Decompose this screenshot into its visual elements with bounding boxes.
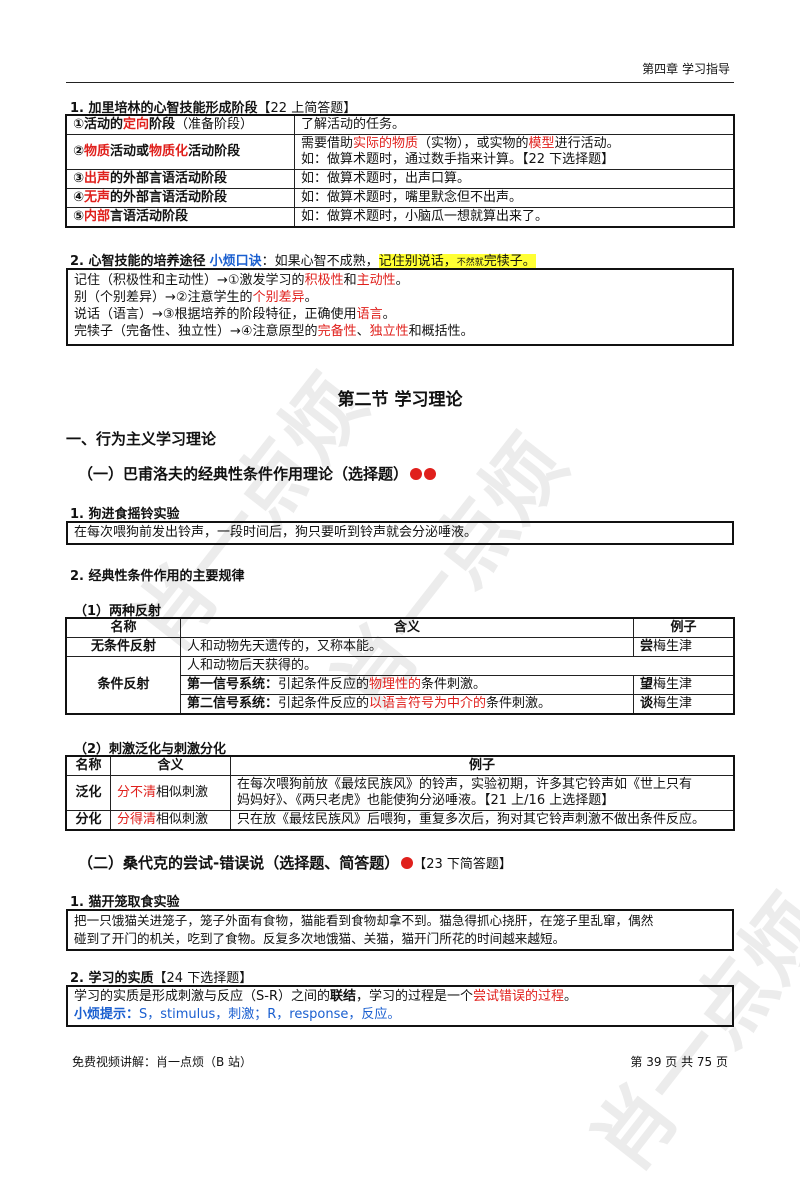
term-name: 分化 [66,810,111,830]
tip-label: 小烦提示： [74,1007,140,1022]
method-line: 记住（积极性和主动性）→①激发学习的积极性和主动性。 [74,273,409,288]
term-meaning: 分得清相似刺激 [110,810,231,830]
essence-tag: 【24 下选择题】 [153,971,253,986]
essence-title: 2. 学习的实质 [70,971,154,986]
reflex-title: （1）两种反射 [74,604,162,619]
stage-cell: ③出声的外部言语活动阶段 [66,169,295,189]
stage-cell: ①活动的定向阶段（准备阶段） [66,115,295,135]
dog-text: 在每次喂狗前发出铃声，一段时间后，狗只要听到铃声就会分泌唾液。 [74,525,478,540]
desc-cell: 了解活动的任务。 [294,115,734,135]
section1-tag: 【22 上简答题】 [257,101,357,116]
table-row: 条件反射 人和动物后天获得的。 [66,656,734,714]
generalization-title: （2）刺激泛化与刺激分化 [74,742,227,757]
column-header: 例子 [230,756,734,776]
table-row: 第二信号系统：引起条件反应的以语言符号为中介的条件刺激。 谈梅生津 [67,694,734,714]
section1-title: 1. 加里培林的心智技能形成阶段 [70,101,258,116]
methods-box: 记住（积极性和主动性）→①激发学习的积极性和主动性。 别（个别差异）→②注意学生… [66,268,734,346]
essence-heading: 2. 学习的实质【24 下选择题】 [70,967,252,986]
cat-text-line: 把一只饿猫关进笼子，笼子外面有食物，猫能看到食物却拿不到。猫急得抓心挠肝，在笼子… [74,913,654,928]
term-example: 只在放《最炫民族风》后喂狗，重复多次后，狗对其它铃声刺激不做出条件反应。 [230,810,734,830]
header-divider [66,82,734,83]
cat-box: 把一只饿猫关进笼子，笼子外面有食物，猫能看到食物却拿不到。猫急得抓心挠肝，在笼子… [66,909,734,951]
stage-cell: ④无声的外部言语活动阶段 [66,188,295,208]
reflex-table: 名称 含义 例子 无条件反射 人和动物先天遗传的，又称本能。 尝梅生津 条件反射… [65,617,735,715]
term-name: 泛化 [66,775,111,811]
generalization-table: 名称 含义 例子 泛化 分不清相似刺激 在每次喂狗前放《最炫民族风》的铃声，实验… [65,755,735,831]
cat-text-line: 碰到了开门的机关，吃到了食物。反复多次地饿猫、关猫，猫开门所花的时间越来越短。 [74,931,566,946]
section-title: 第二节 学习理论 [337,390,463,410]
importance-dot-icon [401,857,414,869]
stage-cell: ②物质活动或物质化活动阶段 [66,134,295,170]
chapter-header: 第四章 学习指导 [642,62,730,76]
reflex-meaning: 人和动物后天获得的。 [180,656,734,676]
footer-left: 免费视频讲解：肖一点烦（B 站） [72,1055,253,1069]
importance-dot-icon [410,468,423,480]
part1-title: 一、行为主义学习理论 [66,430,217,448]
table-row: ①活动的定向阶段（准备阶段） 了解活动的任务。 [66,115,734,135]
table-row: ③出声的外部言语活动阶段 如：做算术题时，出声口算。 [66,169,734,189]
dog-box: 在每次喂狗前发出铃声，一段时间后，狗只要听到铃声就会分泌唾液。 [66,521,734,545]
method-line: 别（个别差异）→②注意学生的个别差异。 [74,290,318,305]
term-meaning: 分不清相似刺激 [110,775,231,811]
reflex-name: 无条件反射 [66,637,181,657]
reflex-example: 望梅生津 [633,675,734,695]
section1-heading: 1. 加里培林的心智技能形成阶段【22 上简答题】 [70,97,356,116]
essence-box: 学习的实质是形成刺激与反应（S-R）之间的联结，学习的过程是一个尝试错误的过程。… [66,985,734,1027]
sub1-title: （一）巴甫洛夫的经典性条件作用理论（选择题） [78,465,409,483]
column-header: 含义 [180,618,634,638]
stages-table: ①活动的定向阶段（准备阶段） 了解活动的任务。 ②物质活动或物质化活动阶段 需要… [65,114,735,228]
table-header-row: 名称 含义 例子 [66,756,734,776]
table-header-row: 名称 含义 例子 [66,618,734,638]
reflex-example: 尝梅生津 [633,637,734,657]
signal-system-1: 第一信号系统：引起条件反应的物理性的条件刺激。 [180,675,634,695]
table-row: ②物质活动或物质化活动阶段 需要借助实际的物质（实物），或实物的模型进行活动。如… [66,134,734,170]
sub2-tag: 【23 下简答题】 [413,857,512,872]
essence-text: 学习的实质是形成刺激与反应（S-R）之间的联结，学习的过程是一个尝试错误的过程。 [74,989,578,1004]
mnemonic-text: ：如果心智不成熟， [261,254,379,269]
section2-heading: 2. 心智技能的培养途径 小烦口诀：如果心智不成熟，记住别说话，不然就完犊子。 [70,250,536,269]
laws-title: 2. 经典性条件作用的主要规律 [70,569,245,584]
column-header: 名称 [66,618,181,638]
reflex-name: 条件反射 [66,656,181,714]
desc-cell: 如：做算术题时，嘴里默念但不出声。 [294,188,734,208]
reflex-meaning: 人和动物先天遗传的，又称本能。 [180,637,634,657]
column-header: 名称 [66,756,111,776]
section2-title: 2. 心智技能的培养途径 [70,254,206,269]
tip-line: 小烦提示：S，stimulus，刺激；R，response，反应。 [74,1006,726,1024]
stage-cell: ⑤内部言语活动阶段 [66,207,295,227]
column-header: 例子 [633,618,734,638]
table-row: 无条件反射 人和动物先天遗传的，又称本能。 尝梅生津 [66,637,734,657]
table-row: 泛化 分不清相似刺激 在每次喂狗前放《最炫民族风》的铃声，实验初期，许多其它铃声… [66,775,734,811]
table-row: ⑤内部言语活动阶段 如：做算术题时，小脑瓜一想就算出来了。 [66,207,734,227]
sub2-title: （二）桑代克的尝试-错误说（选择题、简答题） [78,854,400,872]
column-header: 含义 [110,756,231,776]
importance-dot-icon [424,468,437,480]
mnemonic-label: 小烦口诀 [209,254,262,269]
table-row: 第一信号系统：引起条件反应的物理性的条件刺激。 望梅生津 [67,675,734,695]
sub2-heading: （二）桑代克的尝试-错误说（选择题、简答题） 【23 下简答题】 [78,852,512,873]
term-example: 在每次喂狗前放《最炫民族风》的铃声，实验初期，许多其它铃声如《世上只有妈妈好》、… [230,775,734,811]
desc-cell: 如：做算术题时，出声口算。 [294,169,734,189]
method-line: 完犊子（完备性、独立性）→④注意原型的完备性、独立性和概括性。 [74,324,474,339]
mnemonic-highlight: 记住别说话，不然就完犊子。 [378,254,536,269]
cat-title: 1. 猫开笼取食实验 [70,895,180,910]
reflex-example: 谈梅生津 [633,694,734,714]
signal-system-2: 第二信号系统：引起条件反应的以语言符号为中介的条件刺激。 [180,694,634,714]
desc-cell: 需要借助实际的物质（实物），或实物的模型进行活动。如：做算术题时，通过数手指来计… [294,134,734,170]
table-row: ④无声的外部言语活动阶段 如：做算术题时，嘴里默念但不出声。 [66,188,734,208]
method-line: 说话（语言）→③根据培养的阶段特征，正确使用语言。 [74,307,396,322]
dog-title: 1. 狗进食摇铃实验 [70,507,180,522]
table-row: 分化 分得清相似刺激 只在放《最炫民族风》后喂狗，重复多次后，狗对其它铃声刺激不… [66,810,734,830]
tip-text: S，stimulus，刺激；R，response，反应。 [139,1007,401,1022]
page-number: 第 39 页 共 75 页 [630,1055,728,1069]
desc-cell: 如：做算术题时，小脑瓜一想就算出来了。 [294,207,734,227]
sub1-heading: （一）巴甫洛夫的经典性条件作用理论（选择题） [78,463,437,484]
